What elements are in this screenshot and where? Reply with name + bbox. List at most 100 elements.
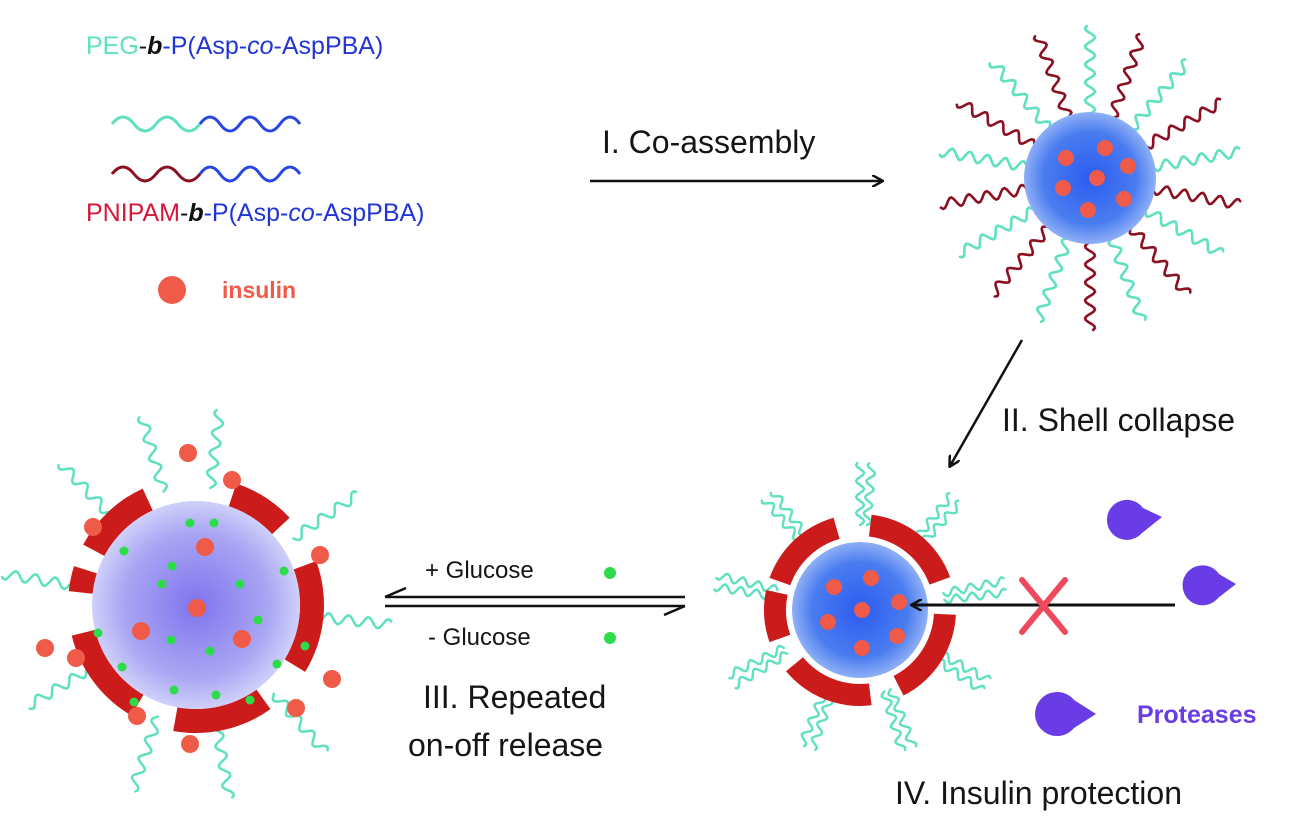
shell-segment bbox=[228, 483, 290, 535]
pnipam-chain bbox=[1032, 35, 1073, 120]
pnipam-chain bbox=[1144, 97, 1222, 150]
step-shell-collapse-label: II. Shell collapse bbox=[1002, 402, 1236, 438]
protease-icon bbox=[1182, 565, 1236, 606]
step-repeated-label-line1: III. Repeated bbox=[423, 679, 607, 715]
insulin-dot bbox=[132, 622, 150, 640]
shell-segment bbox=[83, 488, 153, 556]
shell-segment bbox=[786, 657, 872, 706]
collapsed-shell bbox=[764, 514, 956, 706]
glucose-dot bbox=[211, 690, 221, 700]
pnipam-chain bbox=[939, 183, 1029, 211]
peg-chain bbox=[880, 690, 907, 752]
insulin-dot bbox=[179, 444, 197, 462]
insulin-dot bbox=[188, 599, 206, 617]
peg-chain bbox=[988, 62, 1052, 131]
encapsulated-insulin bbox=[820, 570, 907, 656]
peg-chain bbox=[205, 408, 225, 490]
legend-insulin-dot bbox=[158, 276, 186, 304]
peg-chain bbox=[854, 461, 866, 527]
peg-chain bbox=[136, 416, 169, 493]
glucose-dot bbox=[245, 695, 255, 705]
pnipam-chain bbox=[1110, 32, 1144, 120]
peg-chain bbox=[862, 462, 877, 527]
legend-pnipam-chain bbox=[110, 165, 302, 183]
peg-block-label: PEG-b-P(Asp-co-AspPBA) bbox=[86, 32, 384, 60]
shell-segment bbox=[868, 514, 951, 585]
protease-icon bbox=[1106, 499, 1162, 540]
glucose-dot bbox=[157, 579, 167, 589]
step-repeated-label-line2: on-off release bbox=[408, 727, 604, 763]
step-co-assembly-label: I. Co-assembly bbox=[602, 124, 816, 160]
insulin-dot bbox=[233, 630, 251, 648]
minus-glucose-label: - Glucose bbox=[428, 624, 531, 651]
glucose-dot bbox=[209, 518, 219, 528]
peg-chain bbox=[1083, 24, 1097, 116]
peg-chain bbox=[292, 490, 358, 542]
glucose-dot bbox=[129, 697, 139, 707]
insulin-dot bbox=[67, 649, 85, 667]
shell-segment bbox=[764, 590, 791, 643]
glucose-dot bbox=[166, 635, 176, 645]
pnipam-chain bbox=[1083, 240, 1097, 332]
protease-icons bbox=[1035, 499, 1236, 736]
peg-chain bbox=[1144, 208, 1225, 255]
peg-chain bbox=[734, 651, 789, 690]
pnipam-chain bbox=[993, 225, 1051, 298]
insulin-dot bbox=[181, 735, 199, 753]
step-insulin-protection-label: IV. Insulin protection bbox=[895, 775, 1182, 811]
glucose-dot bbox=[604, 632, 616, 644]
glucose-dot bbox=[300, 641, 310, 651]
micelle-co-assembled bbox=[938, 24, 1242, 332]
peg-chain bbox=[28, 662, 97, 711]
glucose-dot bbox=[235, 579, 245, 589]
glucose-dot bbox=[604, 567, 616, 579]
blocked-cross-icon bbox=[1019, 577, 1068, 635]
peg-chain bbox=[1036, 236, 1070, 324]
pnipam-block-label: PNIPAM-b-P(Asp-co-AspPBA) bbox=[86, 199, 425, 227]
micelle-collapsed-shell bbox=[713, 461, 1007, 752]
shell-segment bbox=[68, 566, 97, 594]
glucose-dot bbox=[167, 561, 177, 571]
peg-chain bbox=[942, 575, 1005, 598]
peg-chain bbox=[57, 464, 117, 521]
plus-glucose-label: + Glucose bbox=[425, 557, 534, 584]
glucose-dot bbox=[205, 646, 215, 656]
shell-segment bbox=[769, 517, 840, 586]
shell-collapse-arrow bbox=[950, 339, 1024, 466]
peg-chain bbox=[1107, 236, 1148, 321]
insulin-dot bbox=[311, 546, 329, 564]
peg-chain bbox=[1129, 58, 1187, 131]
peg-chain bbox=[1151, 145, 1241, 173]
insulin-dot bbox=[223, 471, 241, 489]
pnipam-chain bbox=[955, 101, 1036, 148]
peg-chain bbox=[130, 715, 160, 793]
peg-chain bbox=[938, 147, 1029, 171]
insulin-dot bbox=[36, 639, 54, 657]
shell-segment bbox=[71, 629, 144, 716]
glucose-dot bbox=[279, 566, 289, 576]
shell-segment bbox=[893, 613, 956, 696]
peg-chain bbox=[887, 688, 918, 748]
equilibrium-arrows bbox=[384, 586, 686, 617]
peg-chain bbox=[210, 720, 236, 799]
glucose-dot bbox=[169, 685, 179, 695]
glucose-dot bbox=[117, 662, 127, 672]
protease-icon bbox=[1035, 692, 1096, 736]
peg-chain bbox=[728, 644, 786, 680]
glucose-dot bbox=[272, 659, 282, 669]
insulin-dot bbox=[287, 699, 305, 717]
peg-chain bbox=[271, 692, 329, 752]
legend-peg-chain bbox=[110, 115, 302, 133]
glucose-dot bbox=[119, 546, 129, 556]
peg-chain bbox=[958, 206, 1036, 259]
glucose-dot bbox=[93, 628, 103, 638]
insulin-dot bbox=[323, 670, 341, 688]
peg-chain bbox=[715, 572, 779, 593]
peg-chain bbox=[0, 569, 81, 591]
pnipam-chain bbox=[1151, 185, 1242, 209]
proteases-label: Proteases bbox=[1137, 701, 1257, 729]
insulin-dot bbox=[128, 707, 146, 725]
peg-chain bbox=[312, 612, 393, 630]
micelle-glucose-swollen bbox=[0, 408, 393, 799]
